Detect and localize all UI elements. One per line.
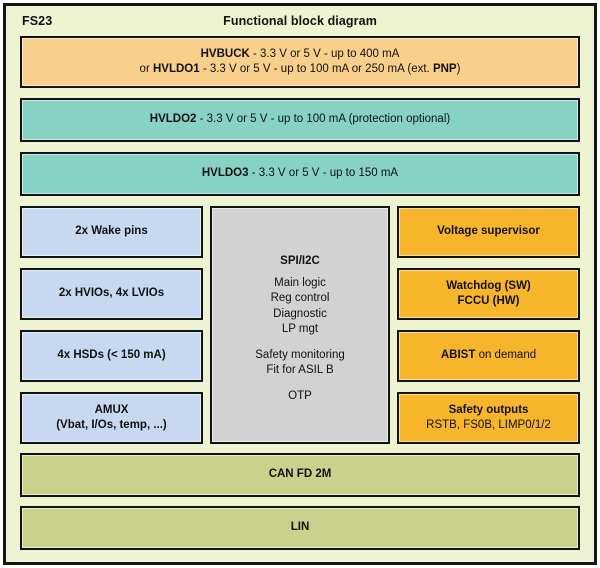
core-feature: Main logic bbox=[274, 277, 326, 290]
block-hsds-line-0: 4x HSDs (< 150 mA) bbox=[57, 349, 166, 362]
block-safety-outputs-line-1: RSTB, FS0B, LIMP0/1/2 bbox=[426, 419, 551, 431]
core-title: SPI/I2C bbox=[280, 255, 320, 267]
block-hvldo2: HVLDO2 - 3.3 V or 5 V - up to 100 mA (pr… bbox=[20, 98, 580, 142]
block-can-fd-2m-line-0: CAN FD 2M bbox=[268, 468, 332, 481]
core-feature: Diagnostic bbox=[273, 307, 327, 320]
block-safety-outputs-line-0: Safety outputs bbox=[448, 403, 529, 416]
block-hvldo2-line-0: HVLDO2 - 3.3 V or 5 V - up to 100 mA (pr… bbox=[149, 113, 451, 126]
block-hvbuck-hvldo1-line-0: HVBUCK - 3.3 V or 5 V - up to 400 mA bbox=[200, 47, 400, 60]
block-watchdog-fccu-line-1: FCCU (HW) bbox=[457, 295, 520, 307]
block-hvios-lvios: 2x HVIOs, 4x LVIOs bbox=[20, 268, 203, 320]
middle-section: 2x Wake pins 2x HVIOs, 4x LVIOs 4x HSDs (<… bbox=[20, 206, 580, 444]
core-paragraph-2: OTP bbox=[288, 389, 312, 404]
page-title: Functional block diagram bbox=[223, 14, 377, 28]
spacer bbox=[20, 444, 580, 453]
core-feature: Safety monitoring bbox=[255, 348, 345, 361]
spacer bbox=[20, 497, 580, 506]
spacer bbox=[390, 206, 397, 444]
core-feature: OTP bbox=[288, 390, 312, 403]
block-abist: ABIST on demand bbox=[397, 330, 580, 382]
spacer bbox=[20, 196, 580, 206]
block-wake-pins-line-0: 2x Wake pins bbox=[75, 225, 148, 238]
part-number-label: FS23 bbox=[22, 14, 53, 28]
block-hvbuck-hvldo1: HVBUCK - 3.3 V or 5 V - up to 400 mA or H… bbox=[20, 36, 580, 88]
block-hvios-lvios-line-0: 2x HVIOs, 4x LVIOs bbox=[58, 287, 165, 300]
block-amux-line-0: AMUX bbox=[94, 403, 129, 416]
block-lin-line-0: LIN bbox=[290, 521, 310, 534]
spacer bbox=[20, 142, 580, 152]
diagram-header: FS23 Functional block diagram bbox=[20, 6, 580, 36]
block-amux-line-1: (Vbat, I/Os, temp, ...) bbox=[56, 419, 167, 431]
core-feature: LP mgt bbox=[281, 322, 319, 335]
core-feature: Reg control bbox=[270, 292, 330, 305]
block-watchdog-fccu: Watchdog (SW) FCCU (HW) bbox=[397, 268, 580, 320]
diagram-frame: FS23 Functional block diagram HVBUCK - 3… bbox=[3, 3, 597, 565]
block-wake-pins: 2x Wake pins bbox=[20, 206, 203, 258]
block-hvbuck-hvldo1-line-1: or HVLDO1 - 3.3 V or 5 V - up to 100 mA … bbox=[139, 63, 461, 75]
core-feature: Fit for ASIL B bbox=[266, 364, 334, 377]
block-voltage-supervisor: Voltage supervisor bbox=[397, 206, 580, 258]
block-amux: AMUX (Vbat, I/Os, temp, ...) bbox=[20, 392, 203, 444]
block-lin: LIN bbox=[20, 506, 580, 550]
spacer bbox=[20, 88, 580, 98]
block-hsds: 4x HSDs (< 150 mA) bbox=[20, 330, 203, 382]
block-can-fd-2m: CAN FD 2M bbox=[20, 453, 580, 497]
block-voltage-supervisor-line-0: Voltage supervisor bbox=[437, 225, 540, 238]
block-hvldo3-line-0: HVLDO3 - 3.3 V or 5 V - up to 150 mA bbox=[201, 167, 399, 180]
block-watchdog-fccu-line-0: Watchdog (SW) bbox=[446, 279, 531, 292]
spacer bbox=[203, 206, 210, 444]
block-hvldo3: HVLDO3 - 3.3 V or 5 V - up to 150 mA bbox=[20, 152, 580, 196]
io-column: 2x Wake pins 2x HVIOs, 4x LVIOs 4x HSDs (<… bbox=[20, 206, 203, 444]
block-abist-line-0: ABIST on demand bbox=[440, 349, 537, 362]
